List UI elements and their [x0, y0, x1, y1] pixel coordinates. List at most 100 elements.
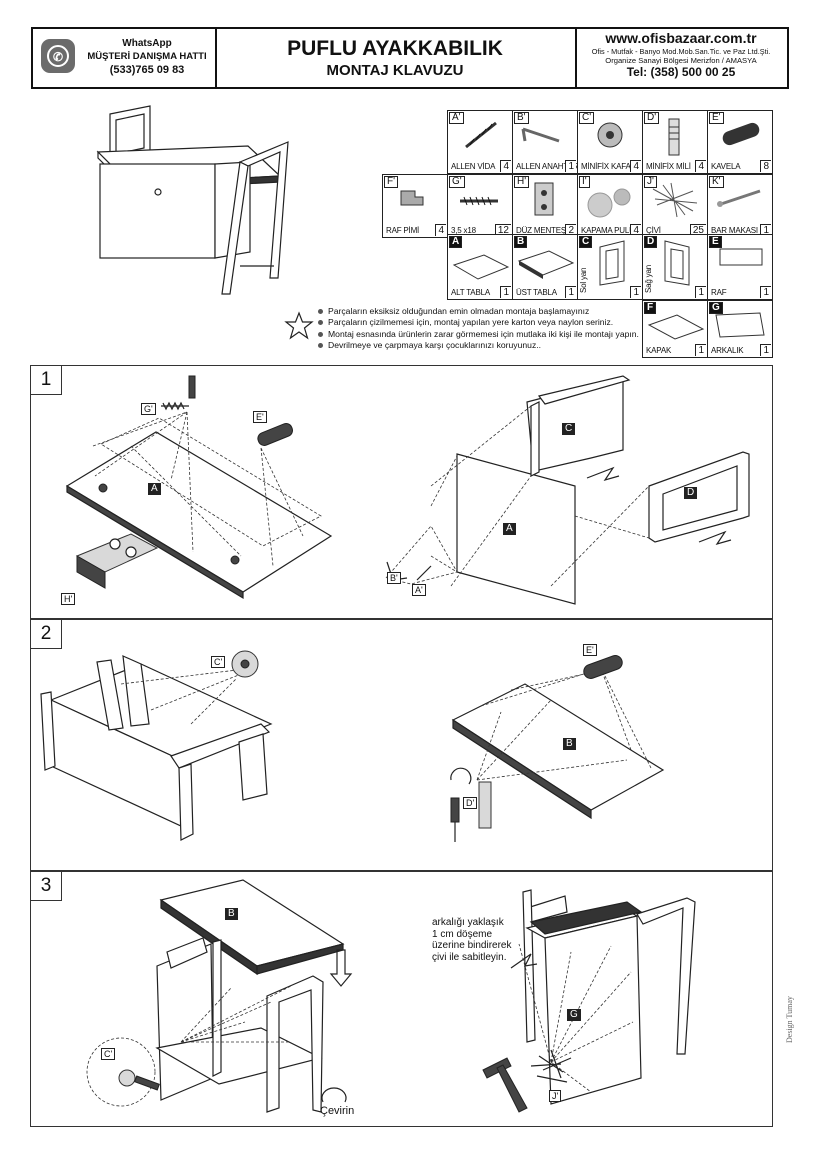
panel-label-a: A — [503, 523, 516, 535]
part-name: KAPAK — [646, 346, 672, 355]
part-label-c: C' — [101, 1048, 116, 1060]
panel-label-g: G — [567, 1009, 581, 1021]
website: www.ofisbazaar.com.tr — [605, 30, 757, 46]
note-line: 1 cm döşeme — [432, 928, 493, 940]
part-qty: 1 — [760, 224, 771, 236]
step-2-panel: 2 B C' E' D' — [30, 619, 773, 871]
part-name: ÜST TABLA — [516, 288, 557, 297]
panel-label-a: A — [148, 483, 161, 495]
part-code: A — [449, 236, 463, 248]
title-block: PUFLU AYAKKABILIK MONTAJ KLAVUZU — [215, 29, 577, 87]
header-box: ✆ WhatsApp MÜŞTERİ DANIŞMA HATTI (533)76… — [31, 27, 789, 89]
hotline-label: MÜŞTERİ DANIŞMA HATTI — [87, 51, 207, 62]
part-e-icon — [719, 248, 763, 266]
note-line: üzerine bindirerek — [432, 940, 512, 951]
part-label-e: E' — [253, 411, 267, 423]
part-ip-icon — [587, 188, 631, 218]
part-qty: 4 — [435, 224, 446, 236]
note-line: çivi ile sabitleyin. — [432, 951, 507, 963]
part-code: E' — [709, 112, 724, 124]
part-name: 3,5 x18 — [451, 226, 476, 235]
part-qty: 1 — [760, 344, 771, 356]
note-item: Parçaların çizilmemesi için, montaj yapı… — [318, 317, 639, 328]
part-cell: A ALT TABLA 1 — [447, 234, 513, 300]
part-name: BAR MAKASI — [711, 226, 758, 235]
part-name: ARKALIK — [711, 346, 744, 355]
part-c-icon — [599, 240, 625, 286]
part-d-icon — [664, 240, 690, 286]
part-name: MİNİFİX MİLİ — [646, 162, 691, 171]
part-qty: 4 — [500, 160, 511, 172]
part-name: Sol yan — [579, 267, 588, 293]
part-qty: 1 — [695, 286, 706, 298]
part-qty: 1 — [630, 286, 641, 298]
part-name: RAF — [711, 288, 727, 297]
part-qty: 1 — [565, 286, 576, 298]
step-3-panel: 3 B G C' J' Çe — [30, 871, 773, 1127]
part-g-icon — [715, 312, 765, 338]
part-name: ALT TABLA — [451, 288, 490, 297]
step-2-illustration — [40, 650, 665, 842]
company-phone: Tel: (358) 500 00 25 — [626, 65, 736, 79]
part-qty: 1 — [695, 344, 706, 356]
part-qty: 4 — [630, 224, 641, 236]
part-code: A' — [449, 112, 464, 124]
part-label-a: A' — [412, 584, 426, 596]
part-bp-icon — [521, 127, 560, 143]
panel-label-b: B — [225, 908, 238, 920]
part-qty: 25 — [689, 224, 706, 236]
star-icon — [284, 311, 314, 340]
part-qty: 1 — [760, 286, 771, 298]
panel-label-b: B — [563, 738, 576, 750]
part-code: B' — [514, 112, 529, 124]
company-line1: Ofis - Mutfak - Banyo Mod.Mob.San.Tic. v… — [591, 47, 771, 56]
part-label-b: B' — [387, 572, 401, 584]
part-cp-icon — [597, 122, 623, 148]
whatsapp-block: ✆ WhatsApp MÜŞTERİ DANIŞMA HATTI (533)76… — [33, 29, 217, 87]
part-name: Sağ yan — [644, 265, 653, 293]
step-3-illustration — [86, 879, 696, 1113]
part-qty: 4 — [695, 160, 706, 172]
part-jp-icon — [652, 182, 698, 218]
panel-label-d: D — [684, 487, 698, 499]
part-name: ALLEN ANAHTAR — [516, 162, 579, 171]
part-qty: 1 — [500, 286, 511, 298]
note-line: arkalığı yaklaşık — [432, 917, 504, 928]
part-kp-icon — [717, 189, 761, 207]
page-subtitle: MONTAJ KLAVUZU — [326, 62, 464, 79]
part-name: KAPAMA PULU — [581, 226, 635, 235]
part-gp-icon — [460, 196, 498, 206]
part-cell: D' MİNİFİX MİLİ 4 — [642, 110, 708, 174]
screw-icon — [161, 401, 189, 411]
step-1-illustration — [65, 375, 750, 605]
part-code: H' — [514, 176, 530, 188]
part-name: KAVELA — [711, 162, 741, 171]
part-ap-icon — [465, 121, 497, 149]
part-code: D' — [644, 112, 660, 124]
part-label-c: C' — [211, 656, 226, 668]
panel-label-c: C — [562, 423, 576, 435]
step-1-panel: 1 — [30, 365, 773, 619]
part-code: E — [709, 236, 722, 248]
step-number: 2 — [31, 620, 62, 649]
hotline-phone: (533)765 09 83 — [109, 64, 185, 76]
part-a-icon — [452, 254, 510, 280]
part-label-h: H' — [61, 593, 76, 605]
part-fp-icon — [400, 190, 424, 206]
part-label-j: J' — [549, 1090, 562, 1102]
part-code: I' — [579, 176, 590, 188]
part-code: D — [644, 236, 658, 248]
part-b-icon — [517, 250, 575, 279]
part-hp-icon — [534, 182, 554, 216]
